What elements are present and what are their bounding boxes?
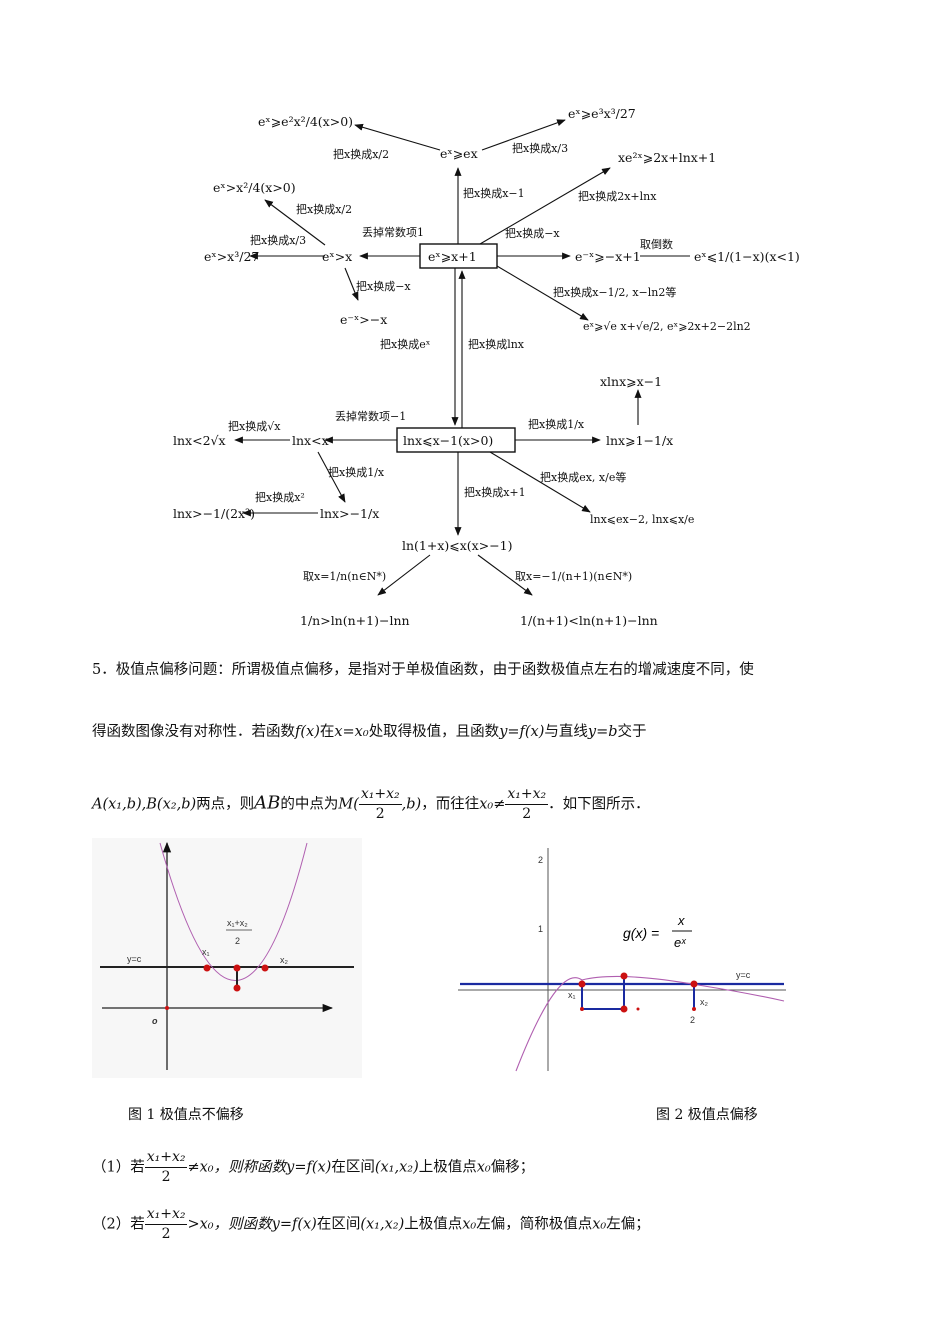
label-x-ex-xe: 把x换成ex, x/e等 <box>540 470 626 484</box>
label-x-1-over-x: 把x换成1/x <box>528 417 585 431</box>
p3h: x₀≠ <box>479 796 506 813</box>
p3f: ,b) <box>401 796 422 813</box>
node-ln-ex: lnx⩽ex−2, lnx⩽x/e <box>590 513 694 526</box>
figure-1: y=c x₁ x₂ x₁+x₂ 2 o <box>92 838 362 1078</box>
node-harm1: 1/n>ln(n+1)−lnn <box>300 613 410 628</box>
fig1-x1: x₁ <box>202 947 210 957</box>
p2g: 与直线 <box>544 724 588 740</box>
label-x-minus1: 把x换成x−1 <box>463 186 525 200</box>
node-xlnx: xlnx⩾x−1 <box>600 374 662 389</box>
node-ln-neg-1x: lnx>−1/x <box>320 506 379 521</box>
node-e3x3: eˣ⩾e³x³/27 <box>568 106 636 121</box>
label-x-third: 把x换成x/3 <box>512 141 568 155</box>
node-xe2x: xe²ˣ⩾2x+lnx+1 <box>618 150 716 165</box>
p2i: 交于 <box>617 724 647 740</box>
p2f: y=f(x) <box>499 724 545 740</box>
label-x-neg-2: 把x换成−x <box>356 279 411 293</box>
node-e-ex: eˣ⩾ex <box>440 146 478 161</box>
center-ln: lnx⩽x−1(x>0) <box>403 433 493 448</box>
p2a: 得函数图像没有对称性．若函数 <box>92 724 295 740</box>
label-x-x2: 把x换成x² <box>255 490 305 504</box>
p2b: f(x) <box>295 724 320 740</box>
node-eneg: e⁻ˣ⩾−x+1 <box>575 249 641 264</box>
paragraph-line-2: 得函数图像没有对称性．若函数f(x)在x=x₀处取得极值，且函数y=f(x)与直… <box>92 722 872 742</box>
node-x2-4: eˣ>x²/4(x>0) <box>213 180 296 195</box>
node-recip: eˣ⩽1/(1−x)(x<1) <box>694 249 800 264</box>
fig2-func: g(x) = <box>623 925 659 941</box>
label-take-recip: 取倒数 <box>640 238 673 251</box>
p3a: A(x₁,b),B(x₂,b) <box>92 796 197 813</box>
node-ln1x: ln(1+x)⩽x(x>−1) <box>402 538 513 553</box>
node-harm2: 1/(n+1)<ln(n+1)−lnn <box>520 613 658 628</box>
node-ln-ge: lnx⩾1−1/x <box>606 433 673 448</box>
p1-text: 5．极值点偏移问题：所谓极值点偏移，是指对于单极值函数，由于函数极值点左右的增减… <box>92 662 754 678</box>
fig2-ytick-2: 2 <box>538 855 543 865</box>
p3i: ．如下图所示． <box>548 796 650 813</box>
node-ln-lt-x: lnx<x <box>292 433 329 448</box>
fig2-xtick-2: 2 <box>690 1015 695 1025</box>
node-ln-neg-2x2: lnx>−1/(2x²) <box>173 506 255 521</box>
node-ln-sqrt: lnx<2√x <box>173 433 226 448</box>
fig2-x1: x₁ <box>568 990 576 1000</box>
fig1-line-label: y=c <box>127 954 142 964</box>
fig2-func-num: x <box>677 913 685 928</box>
label-x-plus1: 把x换成x+1 <box>464 485 526 499</box>
p3b: 两点，则 <box>196 796 255 813</box>
p2h: y=b <box>587 724 618 740</box>
node-e2x2: eˣ⩾e²x²/4(x>0) <box>258 114 353 129</box>
p2e: 处取得极值，且函数 <box>368 724 500 740</box>
node-ex-gt-x: eˣ>x <box>322 249 352 264</box>
label-x-half: 把x换成x/2 <box>333 147 389 161</box>
p3e: M( <box>338 796 359 813</box>
label-x-1-over-x-2: 把x换成1/x <box>328 465 385 479</box>
label-drop-const-neg: 丢掉常数项−1 <box>335 409 406 423</box>
fig1-mid-num: x₁+x₂ <box>227 918 248 928</box>
fig2-x2: x₂ <box>700 997 709 1007</box>
fig2-ytick-1: 1 <box>538 924 543 934</box>
label-x-neg: 把x换成−x <box>505 226 560 240</box>
label-x-half-2: 把x换成x/2 <box>296 202 352 216</box>
inequality-diagram: eˣ⩾x+1 lnx⩽x−1(x>0) eˣ⩾ex eˣ⩾e²x²/4(x>0) <box>173 106 800 628</box>
figure-2-caption: 图 2 极值点偏移 <box>656 1107 758 1123</box>
label-take-1n: 取x=1/n(n∈N*) <box>303 570 386 583</box>
fig2-func-den: eˣ <box>674 935 686 950</box>
fig1-x2: x₂ <box>280 955 289 965</box>
paragraph-line-1: 5．极值点偏移问题：所谓极值点偏移，是指对于单极值函数，由于函数极值点左右的增减… <box>92 660 872 680</box>
label-x-sqrt: 把x换成√x <box>228 419 281 433</box>
figure-1-caption: 图 1 极值点不偏移 <box>128 1107 244 1123</box>
p2d: x=x₀ <box>334 724 369 740</box>
fig1-origin: o <box>152 1016 158 1026</box>
node-eneg-gt: e⁻ˣ>−x <box>340 312 387 327</box>
label-take-neg: 取x=−1/(n+1)(n∈N*) <box>515 570 632 583</box>
fig2-line-label: y=c <box>736 970 751 980</box>
label-drop-const: 丢掉常数项1 <box>362 225 424 239</box>
label-x-2x-lnx: 把x换成2x+lnx <box>578 189 657 203</box>
figure-2: 2 1 y=c x₁ x₂ 2 g(x) = x eˣ <box>458 848 786 1072</box>
label-x-ex: 把x换成eˣ <box>380 337 431 351</box>
p3d: 的中点为 <box>280 796 339 813</box>
fig1-mid-den: 2 <box>235 936 240 946</box>
label-x-third-2: 把x换成x/3 <box>250 233 306 247</box>
p2c: 在 <box>319 724 335 740</box>
label-x-half-ln2: 把x换成x−1/2, x−ln2等 <box>553 285 676 299</box>
node-x3-27: eˣ>x³/27 <box>204 249 259 264</box>
label-x-lnx: 把x换成lnx <box>468 337 525 351</box>
p3c: AB <box>254 792 281 814</box>
p3g: ，而往往 <box>421 796 480 813</box>
center-exp: eˣ⩾x+1 <box>428 249 477 264</box>
node-sqrt-e: eˣ⩾√e x+√e/2, eˣ⩾2x+2−2ln2 <box>583 320 751 333</box>
